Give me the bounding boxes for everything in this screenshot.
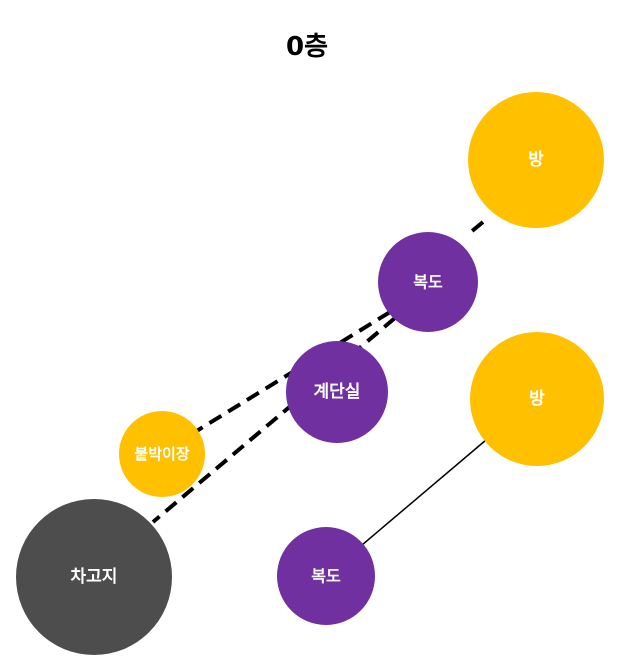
node-circle-corridor-top xyxy=(378,232,478,332)
node-label-stairwell: 계단실 xyxy=(314,382,361,402)
node-label-garage: 차고지 xyxy=(71,567,118,587)
node-circle-closet xyxy=(119,411,205,497)
node-circle-room-top xyxy=(468,92,604,228)
node-corridor-bottom: 복도 xyxy=(277,527,375,625)
edge-room-top-to-corridor-top xyxy=(464,220,485,238)
node-corridor-top: 복도 xyxy=(378,232,478,332)
node-circle-corridor-bottom xyxy=(277,527,375,625)
edge-room-right-to-corridor-bottom xyxy=(361,439,487,546)
node-garage: 차고지 xyxy=(16,499,172,655)
node-closet: 붙박이장 xyxy=(119,411,205,497)
node-circle-garage xyxy=(16,499,172,655)
node-room-top: 방 xyxy=(468,92,604,228)
node-label-corridor-bottom: 복도 xyxy=(311,567,341,586)
node-stairwell: 계단실 xyxy=(286,341,388,443)
node-label-corridor-top: 복도 xyxy=(413,273,443,292)
node-room-right: 방 xyxy=(470,332,604,466)
node-circle-stairwell xyxy=(286,341,388,443)
node-label-room-right: 방 xyxy=(529,389,545,409)
node-label-room-top: 방 xyxy=(528,150,544,170)
diagram-title: 0층 xyxy=(286,32,328,62)
node-label-closet: 붙박이장 xyxy=(134,445,189,463)
node-circle-room-right xyxy=(470,332,604,466)
